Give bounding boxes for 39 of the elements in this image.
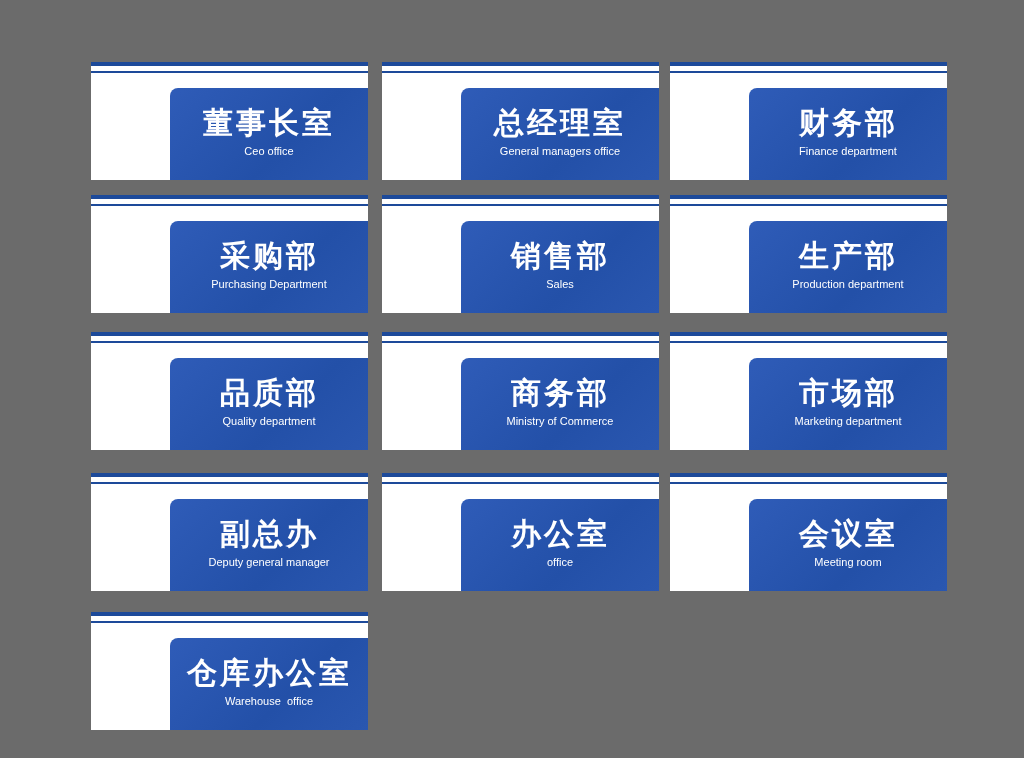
room-name-english: Ceo office	[243, 145, 295, 158]
door-sign	[91, 473, 368, 591]
room-name-english: office	[545, 556, 575, 569]
room-name: 生产部	[797, 239, 899, 273]
room-name: 销售部	[509, 239, 611, 273]
room-name-english: Ministry of Commerce	[505, 415, 615, 428]
room-name: 市场部	[797, 376, 899, 410]
door-sign	[382, 195, 659, 313]
room-name-english: Warehouse office	[223, 695, 315, 708]
door-sign	[91, 62, 368, 180]
door-sign	[91, 612, 368, 730]
room-name-english: Deputy general manager	[207, 556, 331, 569]
door-sign	[670, 195, 947, 313]
room-name: 仓库办公室	[185, 656, 353, 690]
room-name: 副总办	[218, 517, 320, 551]
room-name-english: Marketing department	[793, 415, 903, 428]
room-name-english: Purchasing Department	[210, 278, 328, 291]
room-name-english: General managers office	[498, 145, 622, 158]
room-name: 总经理室	[492, 106, 627, 140]
room-name: 会议室	[797, 517, 899, 551]
door-sign	[670, 473, 947, 591]
room-name-english: Quality department	[221, 415, 317, 428]
room-name: 办公室	[509, 517, 611, 551]
room-name-english: Production department	[791, 278, 905, 291]
room-name: 董事长室	[202, 106, 336, 140]
room-name: 商务部	[509, 376, 611, 410]
room-name-english: Meeting room	[813, 556, 883, 569]
door-sign	[670, 332, 947, 450]
door-sign	[382, 62, 659, 180]
room-name-english: Finance department	[798, 145, 898, 158]
door-sign	[670, 62, 947, 180]
room-name: 财务部	[797, 106, 899, 140]
room-name: 品质部	[218, 376, 320, 410]
room-name-english: Sales	[545, 278, 575, 291]
door-sign	[382, 473, 659, 591]
door-sign	[382, 332, 659, 450]
room-name: 采购部	[218, 239, 320, 273]
door-sign	[91, 332, 368, 450]
door-sign	[91, 195, 368, 313]
